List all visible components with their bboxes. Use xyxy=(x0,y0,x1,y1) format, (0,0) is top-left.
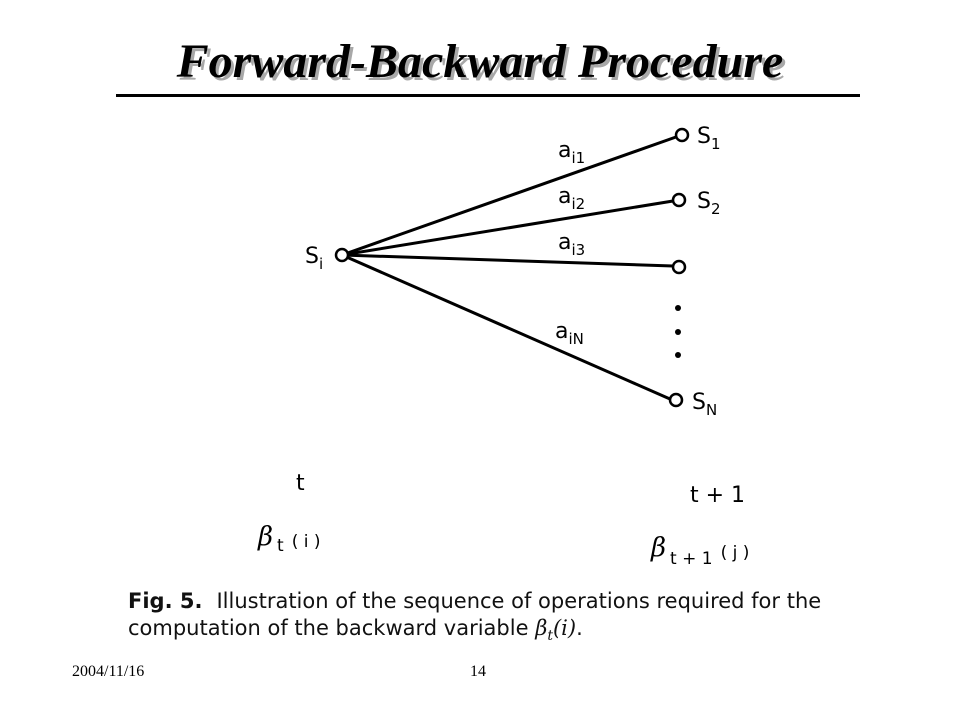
figure-caption: Fig. 5.Illustration of the sequence of o… xyxy=(128,588,868,650)
edge-label-i1: ai1 xyxy=(558,138,585,167)
caption-symbol-arg: (i) xyxy=(552,616,577,640)
target-node-N xyxy=(668,392,684,408)
edge-i3 xyxy=(341,253,674,268)
footer-date: 2004/11/16 xyxy=(72,663,145,680)
slide-title: Forward-Backward Procedure xyxy=(176,35,784,88)
figure-label: Fig. 5. xyxy=(128,589,203,613)
time-label-t-plus-1: t + 1 xyxy=(690,483,745,508)
page-number: 14 xyxy=(470,663,486,680)
caption-symbol: β xyxy=(535,616,548,640)
target-node-label-2: S2 xyxy=(697,189,721,218)
target-node-2 xyxy=(671,192,687,208)
ellipsis-dot xyxy=(675,329,681,335)
source-node xyxy=(334,247,350,263)
title-underline xyxy=(116,94,860,97)
time-label-t: t xyxy=(296,471,305,496)
target-node-label-1: S1 xyxy=(697,124,721,153)
edge-label-iN: aiN xyxy=(555,319,584,348)
target-node-label-N: SN xyxy=(692,390,717,419)
ellipsis-dot xyxy=(675,305,681,311)
caption-text: Illustration of the sequence of operatio… xyxy=(128,589,822,640)
edge-i2 xyxy=(341,199,674,257)
target-node-3 xyxy=(671,259,687,275)
edge-i1 xyxy=(341,135,677,257)
caption-symbol-sub: t xyxy=(547,628,553,645)
edge-label-i2: ai2 xyxy=(558,184,585,213)
caption-end: . xyxy=(576,616,583,640)
ellipsis-dot xyxy=(675,352,681,358)
target-node-1 xyxy=(674,127,690,143)
edge-label-i3: ai3 xyxy=(558,230,585,259)
source-node-label: Si xyxy=(305,244,323,273)
edge-iN xyxy=(341,253,671,401)
